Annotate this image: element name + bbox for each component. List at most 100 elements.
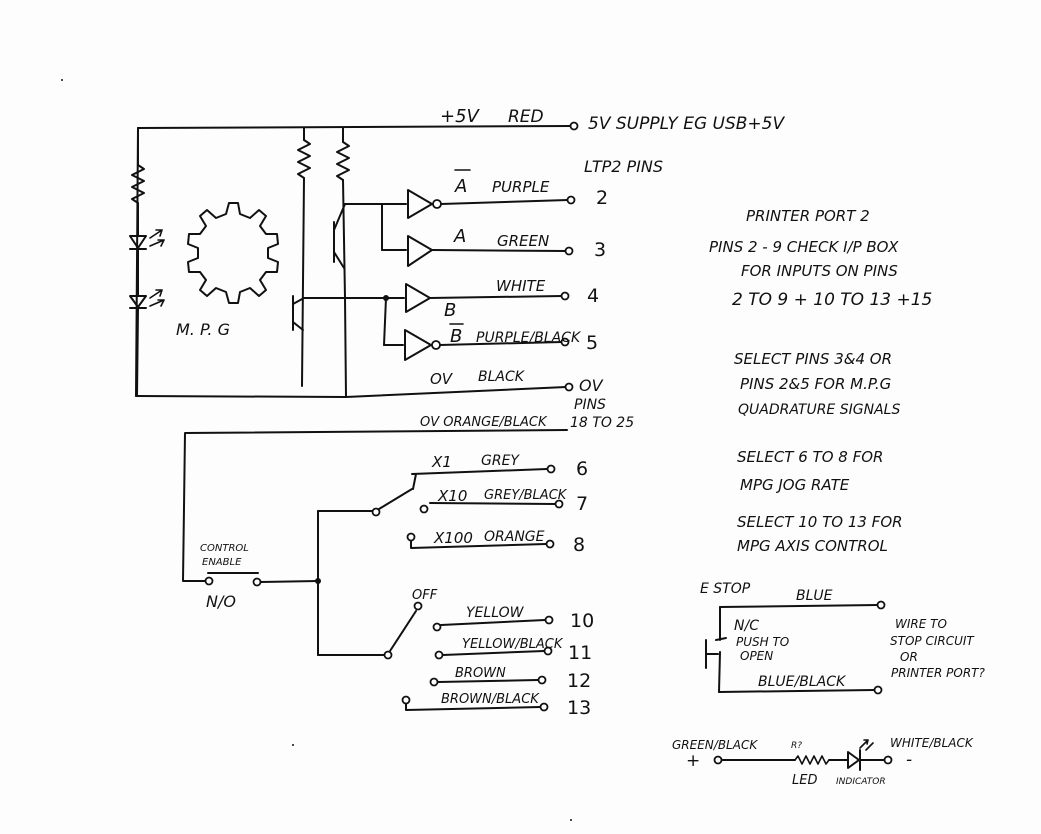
led-plus-label: + <box>686 751 700 771</box>
estop-button <box>705 637 727 669</box>
wire-yellow <box>440 619 546 626</box>
axis-contact-10 <box>432 622 442 632</box>
estop-bottom-wire <box>718 689 875 693</box>
axis-brown-black-label: BROWN/BLACK <box>441 692 540 707</box>
wire-enable-to-switches <box>260 580 319 583</box>
estop-wire-line4: PRINTER PORT? <box>891 666 986 680</box>
node-b-vertical <box>383 297 387 346</box>
transistor-upper-emitter <box>333 251 345 269</box>
resistor-2-wire-bottom <box>301 177 305 387</box>
wire-yellow-black <box>442 650 545 656</box>
estop-push-line2: OPEN <box>740 649 773 663</box>
pin-6-label: 6 <box>576 458 588 480</box>
ground-orange-black-label: OV ORANGE/BLACK <box>420 415 548 430</box>
notes-2-line1: SELECT PINS 3&4 OR <box>734 350 892 368</box>
notes-2-line3: QUADRATURE SIGNALS <box>738 402 900 418</box>
led-white-black-label: WHITE/BLACK <box>890 736 974 750</box>
supply-color-label: RED <box>508 107 544 127</box>
channel-b-bar-color: PURPLE/BLACK <box>476 330 582 346</box>
axis-contact-13 <box>401 695 411 705</box>
led-green-black-label: GREEN/BLACK <box>672 738 758 752</box>
notes-3-line1: SELECT 6 TO 8 FOR <box>737 448 883 466</box>
transistor-lower-collector <box>292 297 305 305</box>
notes-2-line2: PINS 2&5 FOR M.P.G <box>740 375 891 393</box>
control-enable-contact-right <box>252 577 262 587</box>
channel-b-letter: B <box>444 300 456 321</box>
terminal-pin-13 <box>539 702 549 712</box>
resistor-3-to-ground <box>344 297 347 398</box>
estop-wire-line1: WIRE TO <box>895 617 947 631</box>
control-enable-no: N/O <box>206 592 236 611</box>
notes-1-line3: 2 TO 9 + 10 TO 13 +15 <box>732 290 932 310</box>
ltp2-pins-header: LTP2 PINS <box>584 157 663 176</box>
notes-4-line1: SELECT 10 TO 13 FOR <box>737 513 903 531</box>
notes-title: PRINTER PORT 2 <box>746 207 870 225</box>
control-enable-line1: CONTROL <box>200 543 249 554</box>
pencil-speck-2 <box>292 744 294 746</box>
wire-purple-black <box>439 341 563 346</box>
pin-12-label: 12 <box>567 670 591 692</box>
led-lower <box>129 295 147 309</box>
terminal-pin-11 <box>543 646 553 656</box>
wire-x1 <box>411 468 548 490</box>
supply-voltage-label: +5V <box>440 106 481 127</box>
buffer-a <box>407 235 433 267</box>
terminal-pin-5 <box>560 337 570 347</box>
transistor-lower-emitter <box>292 321 304 331</box>
encoder-wheel <box>187 202 279 304</box>
axis-contact-11 <box>434 650 444 660</box>
rate-x10-color: GREY/BLACK <box>484 488 568 503</box>
buffer-a-bar-bubble <box>432 199 442 209</box>
led-indicator-diode <box>847 749 861 771</box>
resistor-2 <box>297 139 311 179</box>
channel-b-color: WHITE <box>496 277 546 295</box>
channel-a-color: GREEN <box>497 232 549 250</box>
estop-terminal-bottom <box>873 685 883 695</box>
wire-white <box>429 295 563 299</box>
resistor-3-wire-bottom <box>342 179 346 299</box>
rate-x100-color: ORANGE <box>484 529 545 545</box>
rate-x10-label: X10 <box>437 487 467 505</box>
led-caption-main: LED <box>792 773 817 788</box>
estop-title: E STOP <box>700 581 751 597</box>
wire-ov-orange-black <box>182 429 568 582</box>
axis-contact-off <box>413 601 423 611</box>
ground-pin-label: OV <box>579 376 604 395</box>
terminal-pin-10 <box>544 615 554 625</box>
wire-brown-black <box>405 703 541 711</box>
rate-x1-color: GREY <box>481 453 520 469</box>
led-branch-resistor-1 <box>131 164 145 204</box>
estop-wire-line3: OR <box>900 650 918 664</box>
resistor-3 <box>336 141 350 181</box>
led-lower-rays <box>149 289 165 307</box>
pin-13-label: 13 <box>567 697 591 719</box>
control-enable-line2: ENABLE <box>202 557 242 568</box>
axis-contact-12 <box>429 677 439 687</box>
rate-x100-label: X100 <box>433 529 473 547</box>
mpg-label: M. P. G <box>176 320 230 339</box>
rate-switch-pole <box>371 507 381 517</box>
buffer-b-bar <box>404 329 432 361</box>
pencil-speck-1 <box>61 79 63 81</box>
terminal-pin-4 <box>560 291 570 301</box>
axis-brown-label: BROWN <box>455 666 506 681</box>
estop-blue-black-label: BLUE/BLACK <box>758 674 847 690</box>
notes-3-line2: MPG JOG RATE <box>740 476 850 494</box>
terminal-ov <box>564 382 574 392</box>
ground-color-label: BLACK <box>478 369 526 385</box>
estop-nc-label: N/C <box>734 618 759 634</box>
terminal-pin-3 <box>564 246 574 256</box>
channel-a-letter: A <box>453 226 466 247</box>
estop-top-wire <box>719 604 879 608</box>
estop-terminal-top <box>876 600 886 610</box>
led-resistor-label: R? <box>791 741 802 751</box>
terminal-pin-6 <box>546 464 556 474</box>
pencil-speck-3 <box>570 819 572 821</box>
pin-8-label: 8 <box>573 534 585 556</box>
buffer-a-bar <box>407 189 433 219</box>
pin-10-label: 10 <box>570 610 594 632</box>
led-indicator-terminal-plus <box>713 755 723 765</box>
axis-yellow-label: YELLOW <box>466 605 525 621</box>
axis-yellow-black-label: YELLOW/BLACK <box>462 637 564 652</box>
wire-x10 <box>429 502 556 505</box>
